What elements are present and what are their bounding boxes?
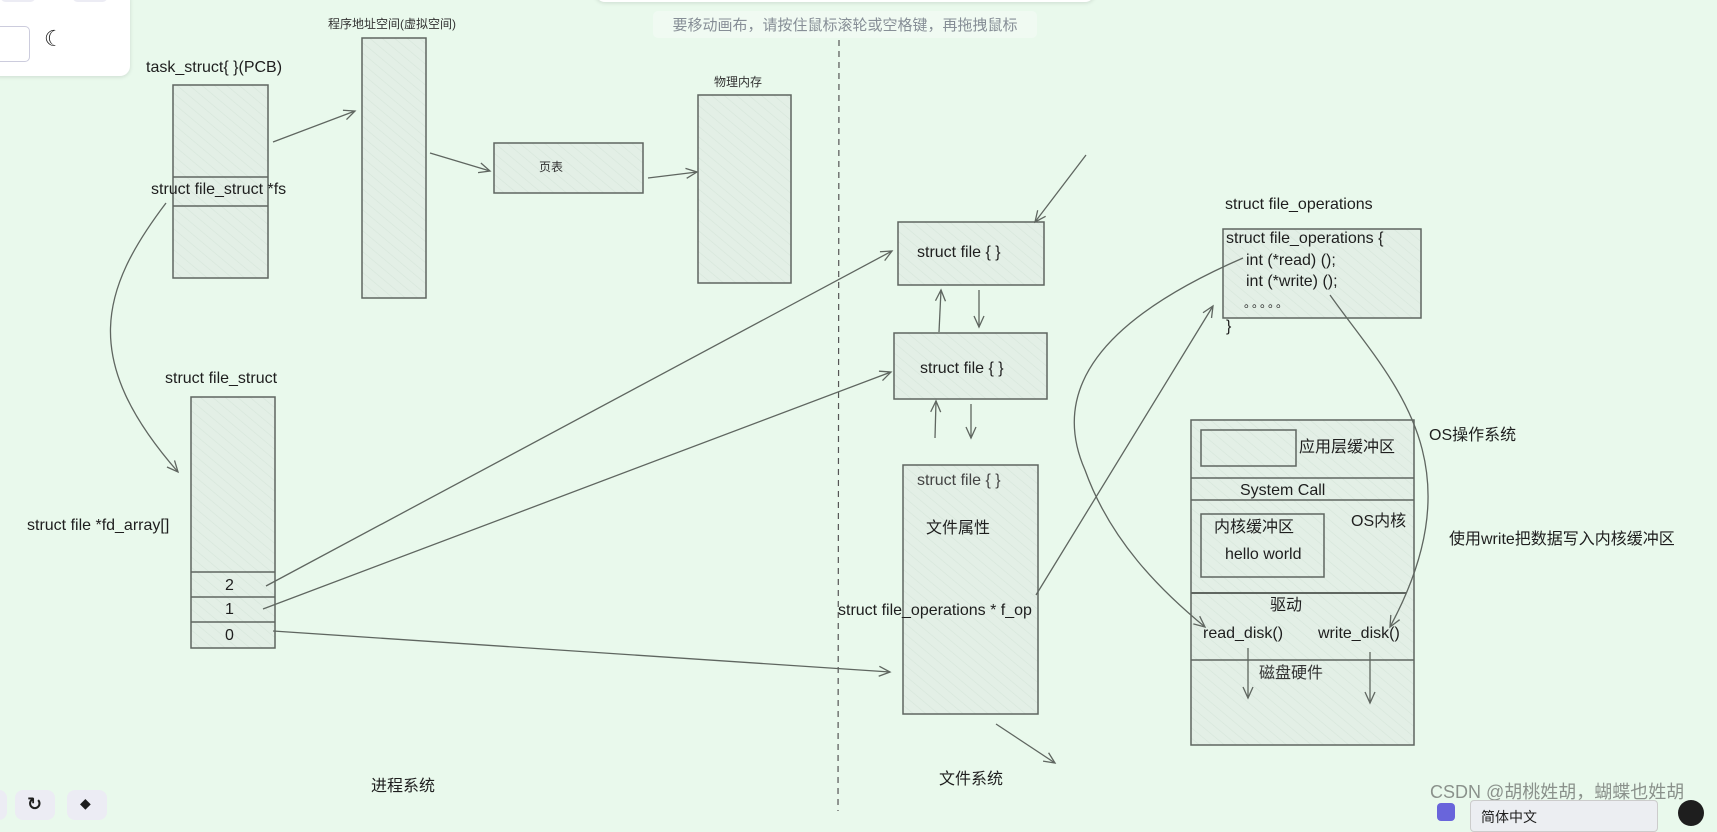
fd-index-2: 2 bbox=[225, 577, 234, 594]
file-system-label: 文件系统 bbox=[939, 771, 1004, 788]
canvas-hint: 要移动画布，请按住鼠标滚轮或空格键，再拖拽鼠标 bbox=[653, 11, 1037, 38]
file-operations-code-line: struct file_operations { bbox=[1226, 230, 1384, 247]
virtual-address-space-box[interactable] bbox=[361, 37, 427, 299]
arrow-vspace-to-pagetable bbox=[429, 152, 492, 174]
write-note-label: 使用write把数据写入内核缓冲区 bbox=[1449, 531, 1675, 548]
color-input[interactable] bbox=[0, 26, 30, 62]
struct-file-box-3[interactable] bbox=[902, 464, 1039, 715]
task-struct-box[interactable] bbox=[172, 84, 269, 279]
diagram-canvas[interactable] bbox=[0, 0, 1717, 811]
disk-hardware-label: 磁盘硬件 bbox=[1259, 665, 1324, 682]
system-call-label: System Call bbox=[1240, 482, 1326, 499]
read-disk-label: read_disk() bbox=[1203, 625, 1284, 642]
moon-icon[interactable]: ☾ bbox=[44, 26, 64, 51]
fs-field-label: struct file_struct *fs bbox=[151, 181, 287, 198]
arrow-read-to-readdisk bbox=[1073, 257, 1244, 628]
zoom-out-button[interactable] bbox=[0, 790, 7, 820]
struct-file-label-1: struct file { } bbox=[917, 244, 1001, 261]
virtual-space-label: 程序地址空间(虚拟空间) bbox=[328, 17, 456, 31]
hello-world-label: hello world bbox=[1225, 546, 1302, 563]
fd-index-1: 1 bbox=[225, 601, 234, 618]
file-struct-label: struct file_struct bbox=[165, 370, 278, 387]
eraser-icon: ◆ bbox=[80, 795, 91, 811]
file-operations-code-line: } bbox=[1226, 318, 1232, 335]
fd-array-label: struct file *fd_array[] bbox=[27, 517, 170, 534]
appearance-panel: ☾ bbox=[0, 0, 130, 76]
arrow-fop-to-fileops bbox=[1035, 304, 1214, 596]
file-struct-box[interactable] bbox=[190, 396, 276, 649]
arrow-fd1-to-file2 bbox=[262, 370, 893, 610]
shield-icon[interactable] bbox=[1437, 803, 1455, 821]
fd-index-0: 0 bbox=[225, 627, 234, 644]
main-toolbar bbox=[595, 0, 1095, 2]
os-label: OS操作系统 bbox=[1429, 427, 1517, 444]
arrow-out-file3 bbox=[995, 723, 1057, 764]
kernel-buffer-label: 内核缓冲区 bbox=[1214, 519, 1295, 536]
page-table-box[interactable] bbox=[493, 142, 644, 194]
arrow-fd2-to-file1 bbox=[265, 250, 894, 587]
file-operations-title: struct file_operations bbox=[1225, 196, 1373, 213]
panel-button[interactable] bbox=[0, 0, 36, 2]
file-operations-box[interactable] bbox=[1222, 228, 1422, 319]
eraser-button[interactable]: ◆ bbox=[67, 790, 107, 820]
task-struct-label: task_struct{ }(PCB) bbox=[146, 59, 283, 76]
system-separator bbox=[837, 39, 840, 811]
file-operations-code-line: int (*write) (); bbox=[1246, 273, 1338, 290]
page-table-label: 页表 bbox=[539, 160, 564, 174]
driver-label: 驱动 bbox=[1270, 597, 1303, 614]
write-disk-label: write_disk() bbox=[1318, 625, 1400, 642]
arrow-pagetable-to-phys bbox=[647, 167, 699, 179]
language-select[interactable]: 简体中文 bbox=[1470, 800, 1658, 832]
watermark: CSDN @胡桃姓胡，蝴蝶也姓胡 bbox=[1430, 782, 1685, 802]
arrow-write-to-writedisk bbox=[1329, 294, 1429, 629]
physical-memory-box[interactable] bbox=[697, 94, 792, 284]
language-select-value: 简体中文 bbox=[1481, 809, 1537, 825]
arrow-file2-up bbox=[934, 288, 947, 333]
struct-file-box-2[interactable] bbox=[893, 332, 1048, 400]
process-system-label: 进程系统 bbox=[371, 778, 436, 795]
app-buffer-label: 应用层缓冲区 bbox=[1299, 439, 1396, 456]
struct-file-label-2: struct file { } bbox=[920, 360, 1004, 377]
arrow-fs-to-file-struct bbox=[109, 202, 180, 474]
arrow-pcb-to-vspace bbox=[272, 109, 357, 143]
file-operations-code-line: 。。。。。 bbox=[1244, 296, 1291, 310]
struct-file-label-3: struct file { } bbox=[917, 472, 1001, 489]
physical-memory-label: 物理内存 bbox=[714, 75, 763, 89]
panel-button[interactable] bbox=[72, 0, 108, 2]
file-attributes-label: 文件属性 bbox=[926, 520, 991, 537]
app-buffer-box[interactable] bbox=[1200, 429, 1297, 467]
help-icon[interactable] bbox=[1678, 800, 1704, 826]
f-op-label: struct file_operations * f_op bbox=[838, 602, 1032, 619]
file-operations-code-line: int (*read) (); bbox=[1246, 252, 1336, 269]
redo-icon: ↻ bbox=[27, 794, 43, 814]
redo-button[interactable]: ↻ bbox=[15, 790, 55, 820]
os-stack-box[interactable] bbox=[1190, 419, 1415, 746]
struct-file-box-1[interactable] bbox=[897, 221, 1045, 286]
arrow-into-file1 bbox=[1034, 154, 1087, 224]
os-kernel-label: OS内核 bbox=[1351, 513, 1407, 530]
arrow-fd0-to-file3 bbox=[272, 630, 892, 677]
arrow-file3-up bbox=[930, 399, 942, 439]
kernel-buffer-box[interactable] bbox=[1200, 513, 1325, 578]
